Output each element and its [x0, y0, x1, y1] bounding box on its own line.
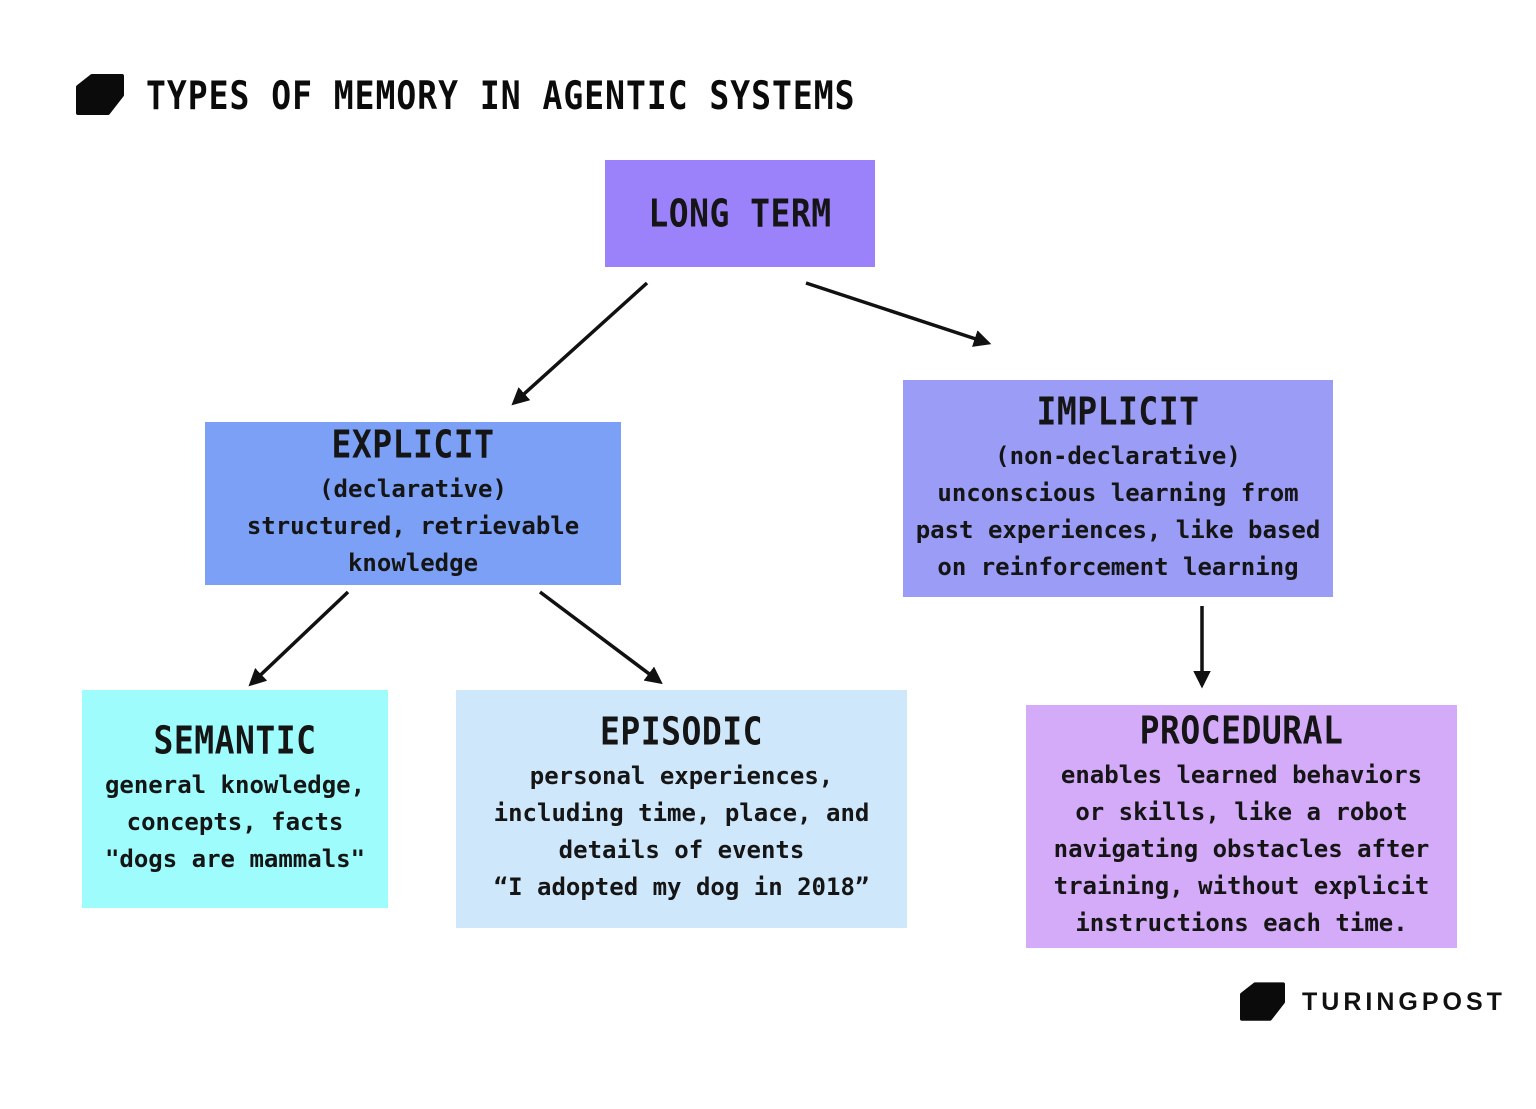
node-implicit-desc-line: (non-declarative): [995, 441, 1241, 470]
node-episodic-desc-line: “I adopted my dog in 2018”: [493, 873, 870, 901]
node-semantic-label: SEMANTIC: [153, 717, 317, 763]
node-implicit-desc-line: on reinforcement learning: [937, 552, 1299, 581]
node-procedural-desc-line: training, without explicit: [1053, 872, 1430, 900]
node-episodic-desc-line: including time, place, and: [493, 799, 870, 827]
node-procedural-desc-line: enables learned behaviors: [1060, 761, 1423, 789]
node-long-term-label: LONG TERM: [648, 191, 832, 236]
node-implicit-desc-line: past experiences, like based: [915, 515, 1321, 544]
footer-brand-name: TURINGPOST: [1302, 987, 1506, 1016]
node-episodic-desc-line: details of events: [558, 836, 805, 864]
arrow-long-term-to-implicit: [805, 281, 992, 347]
node-procedural-desc-line: navigating obstacles after: [1053, 835, 1430, 863]
node-explicit-desc-line: structured, retrievable: [246, 512, 580, 540]
node-episodic-desc-line: personal experiences,: [529, 762, 834, 790]
footer-brand: TURINGPOST: [1240, 982, 1506, 1022]
node-explicit-desc-line: (declarative): [319, 475, 507, 503]
node-procedural-desc-line: instructions each time.: [1075, 909, 1408, 937]
node-explicit-label: EXPLICIT: [331, 422, 495, 467]
node-semantic-desc-line: concepts, facts: [126, 807, 344, 836]
arrow-explicit-to-semantic: [248, 590, 350, 687]
node-explicit-desc-line: knowledge: [347, 549, 479, 577]
node-episodic-label: EPISODIC: [600, 709, 763, 754]
node-implicit: IMPLICIT (non-declarative) unconscious l…: [903, 380, 1333, 597]
page-title: TYPES OF MEMORY IN AGENTIC SYSTEMS: [146, 71, 856, 119]
node-procedural-label: PROCEDURAL: [1139, 708, 1344, 753]
node-implicit-label: IMPLICIT: [1036, 388, 1200, 434]
node-episodic: EPISODIC personal experiences, including…: [456, 690, 907, 928]
turingpost-mark-icon: [76, 74, 124, 116]
node-semantic-desc-line: general knowledge,: [104, 770, 366, 799]
page-header: TYPES OF MEMORY IN AGENTIC SYSTEMS: [76, 71, 856, 119]
node-implicit-desc-line: unconscious learning from: [937, 478, 1299, 507]
node-long-term: LONG TERM: [605, 160, 875, 267]
node-semantic-desc-line: "dogs are mammals": [104, 844, 366, 873]
node-explicit: EXPLICIT (declarative) structured, retri…: [205, 422, 621, 585]
arrow-long-term-to-explicit: [511, 281, 649, 406]
node-semantic: SEMANTIC general knowledge, concepts, fa…: [82, 690, 388, 908]
node-procedural: PROCEDURAL enables learned behaviors or …: [1026, 705, 1457, 948]
turingpost-logo-icon: [1240, 982, 1285, 1022]
arrow-explicit-to-episodic: [538, 590, 663, 685]
node-procedural-desc-line: or skills, like a robot: [1075, 798, 1408, 826]
